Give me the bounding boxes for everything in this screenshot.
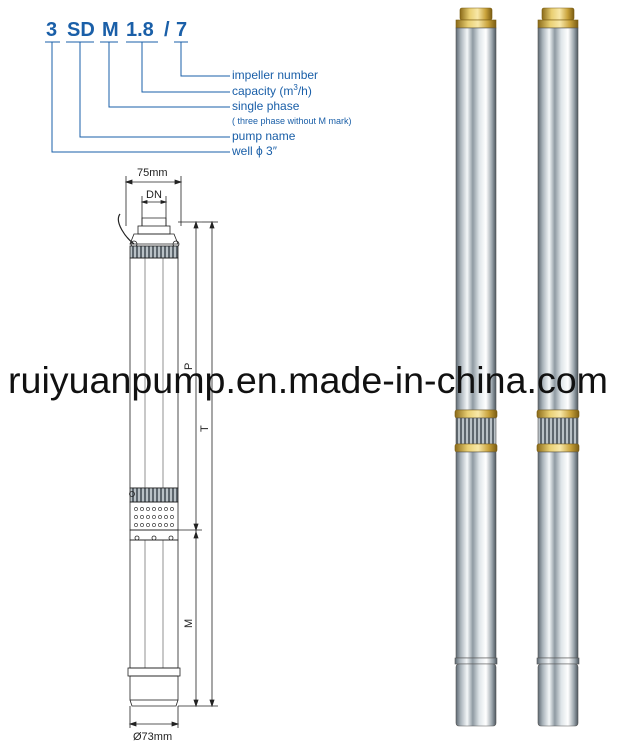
watermark-text: ruiyuanpump.en.made-in-china.com — [8, 360, 608, 401]
legend-impeller-number: impeller number — [232, 68, 318, 82]
intake-holes — [134, 507, 174, 527]
code-impeller: 7 — [176, 19, 187, 41]
pump-photo-left — [454, 7, 498, 727]
legend-three-phase-note: ( three phase without M mark) — [232, 116, 352, 126]
dim-outlet: DN — [146, 189, 162, 201]
dimension-labels: 75mm DN P T M Ø73mm — [133, 167, 211, 743]
code-pump-name: SD — [67, 19, 95, 41]
dim-diameter: Ø73mm — [133, 731, 172, 743]
legend-well: well ϕ 3″ — [231, 144, 278, 158]
code-capacity: 1.8 — [126, 19, 154, 41]
code-slash: / — [164, 19, 170, 41]
code-well-size: 3 — [46, 19, 57, 41]
code-phase: M — [102, 19, 119, 41]
legend-leaders — [51, 42, 230, 153]
legend-capacity: capacity (m3/h) — [232, 83, 312, 98]
dim-top-width: 75mm — [137, 167, 168, 179]
legend-pump-name: pump name — [232, 129, 296, 143]
dim-total-length: T — [199, 425, 211, 432]
pump-photo-right — [536, 7, 580, 727]
dim-motor-length: M — [183, 619, 195, 628]
legend-single-phase: single phase — [232, 99, 300, 113]
technical-drawing — [117, 176, 218, 728]
model-code: 3 SD M 1.8 / 7 — [46, 19, 187, 41]
dim-pump-length: P — [183, 363, 195, 370]
legend: impeller number capacity (m3/h) single p… — [231, 68, 352, 158]
